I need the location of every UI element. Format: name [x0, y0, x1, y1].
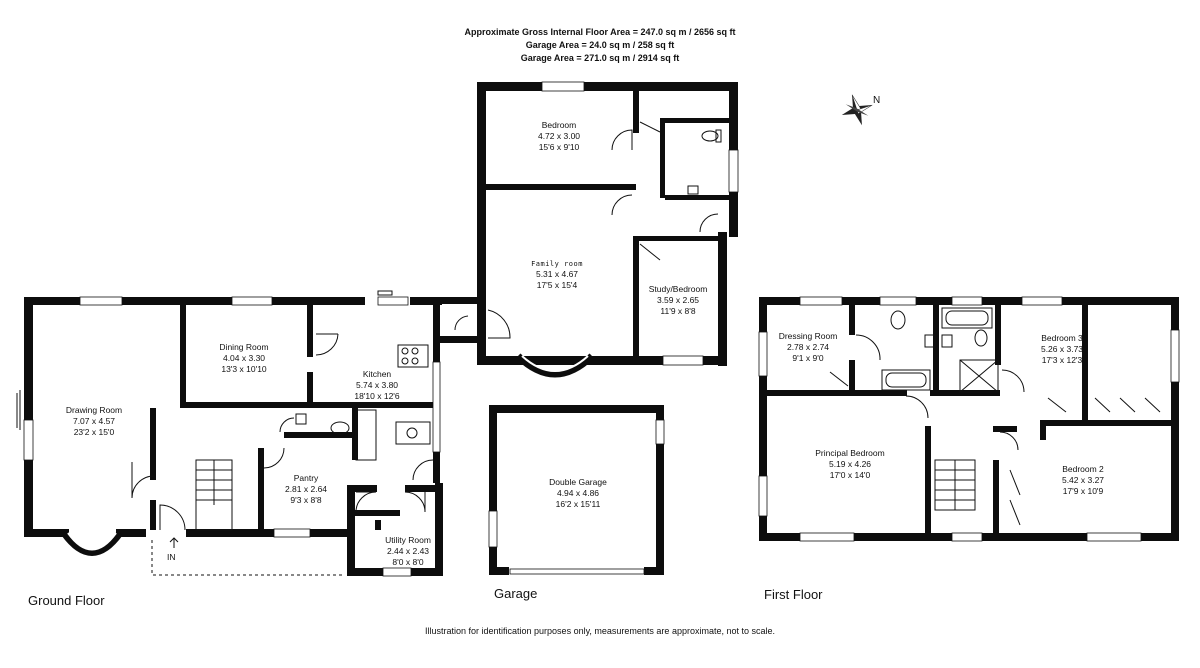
room-name: Bedroom 2: [1062, 464, 1104, 474]
room-metric: 4.04 x 3.30: [223, 353, 265, 363]
room-metric: 3.59 x 2.65: [657, 295, 699, 305]
room-imperial: 8'0 x 8'0: [392, 557, 423, 567]
room-kitchen: Kitchen 5.74 x 3.80 18'10 x 12'6: [354, 369, 400, 401]
ground-stairs: [195, 459, 233, 531]
room-metric: 4.94 x 4.86: [557, 488, 599, 498]
room-name: Utility Room: [385, 535, 431, 545]
room-name: Bedroom: [542, 120, 577, 130]
room-name: Study/Bedroom: [649, 284, 708, 294]
first-stairs: [934, 459, 976, 511]
room-family: Family room 5.31 x 4.67 17'5 x 15'4: [531, 260, 583, 290]
compass-icon: [841, 94, 873, 126]
room-drawing: Drawing Room 7.07 x 4.57 23'2 x 15'0: [66, 405, 122, 437]
room-name: Pantry: [294, 473, 319, 483]
room-name: Dining Room: [219, 342, 268, 352]
room-name: Dressing Room: [779, 331, 838, 341]
room-imperial: 9'1 x 9'0: [792, 353, 823, 363]
room-metric: 5.74 x 3.80: [356, 380, 398, 390]
room-bedroom2: Bedroom 2 5.42 x 3.27 17'9 x 10'9: [1062, 464, 1104, 496]
room-imperial: 17'3 x 12'3: [1042, 355, 1083, 365]
room-imperial: 17'0 x 14'0: [830, 470, 871, 480]
room-principal: Principal Bedroom 5.19 x 4.26 17'0 x 14'…: [815, 448, 884, 480]
room-metric: 2.78 x 2.74: [787, 342, 829, 352]
ground-floor-label: Ground Floor: [28, 593, 105, 608]
room-name: Double Garage: [549, 477, 607, 487]
room-metric: 2.44 x 2.43: [387, 546, 429, 556]
garage-floor-label: Garage: [494, 586, 538, 601]
room-name: Family room: [531, 260, 583, 268]
room-garage: Double Garage 4.94 x 4.86 16'2 x 15'11: [549, 477, 607, 509]
room-imperial: 11'9 x 8'8: [660, 306, 695, 316]
room-name: Kitchen: [363, 369, 392, 379]
room-imperial: 23'2 x 15'0: [74, 427, 115, 437]
room-metric: 4.72 x 3.00: [538, 131, 580, 141]
room-utility: Utility Room 2.44 x 2.43 8'0 x 8'0: [385, 535, 431, 567]
room-metric: 5.19 x 4.26: [829, 459, 871, 469]
room-metric: 7.07 x 4.57: [73, 416, 115, 426]
room-name: Bedroom 3: [1041, 333, 1083, 343]
entrance-label: IN: [167, 552, 176, 562]
room-metric: 5.26 x 3.73: [1041, 344, 1083, 354]
total-area-line: Garage Area = 271.0 sq m / 2914 sq ft: [520, 53, 680, 63]
room-imperial: 18'10 x 12'6: [354, 391, 400, 401]
room-imperial: 13'3 x 10'10: [221, 364, 267, 374]
garage-walls: [489, 405, 664, 575]
room-name: Principal Bedroom: [815, 448, 884, 458]
room-imperial: 9'3 x 8'8: [290, 495, 321, 505]
first-floor-label: First Floor: [764, 587, 823, 602]
room-name: Drawing Room: [66, 405, 122, 415]
room-imperial: 17'9 x 10'9: [1063, 486, 1104, 496]
room-imperial: 16'2 x 15'11: [556, 499, 601, 509]
room-imperial: 15'6 x 9'10: [539, 142, 580, 152]
room-bedroom3: Bedroom 3 5.26 x 3.73 17'3 x 12'3: [1041, 333, 1083, 365]
room-metric: 5.42 x 3.27: [1062, 475, 1104, 485]
room-metric: 2.81 x 2.64: [285, 484, 327, 494]
room-bedroom-rear: Bedroom 4.72 x 3.00 15'6 x 9'10: [538, 120, 580, 152]
room-study: Study/Bedroom 3.59 x 2.65 11'9 x 8'8: [649, 284, 708, 316]
rear-wing-walls: [477, 82, 738, 366]
compass-north-label: N: [873, 95, 880, 106]
room-metric: 5.31 x 4.67: [536, 269, 578, 279]
garage-area-line: Garage Area = 24.0 sq m / 258 sq ft: [525, 40, 675, 50]
room-imperial: 17'5 x 15'4: [537, 280, 578, 290]
gross-area-line: Approximate Gross Internal Floor Area = …: [464, 27, 736, 37]
room-dining: Dining Room 4.04 x 3.30 13'3 x 10'10: [219, 342, 268, 374]
room-pantry: Pantry 2.81 x 2.64 9'3 x 8'8: [285, 473, 327, 505]
disclaimer: Illustration for identification purposes…: [424, 626, 775, 636]
room-dressing: Dressing Room 2.78 x 2.74 9'1 x 9'0: [779, 331, 838, 363]
